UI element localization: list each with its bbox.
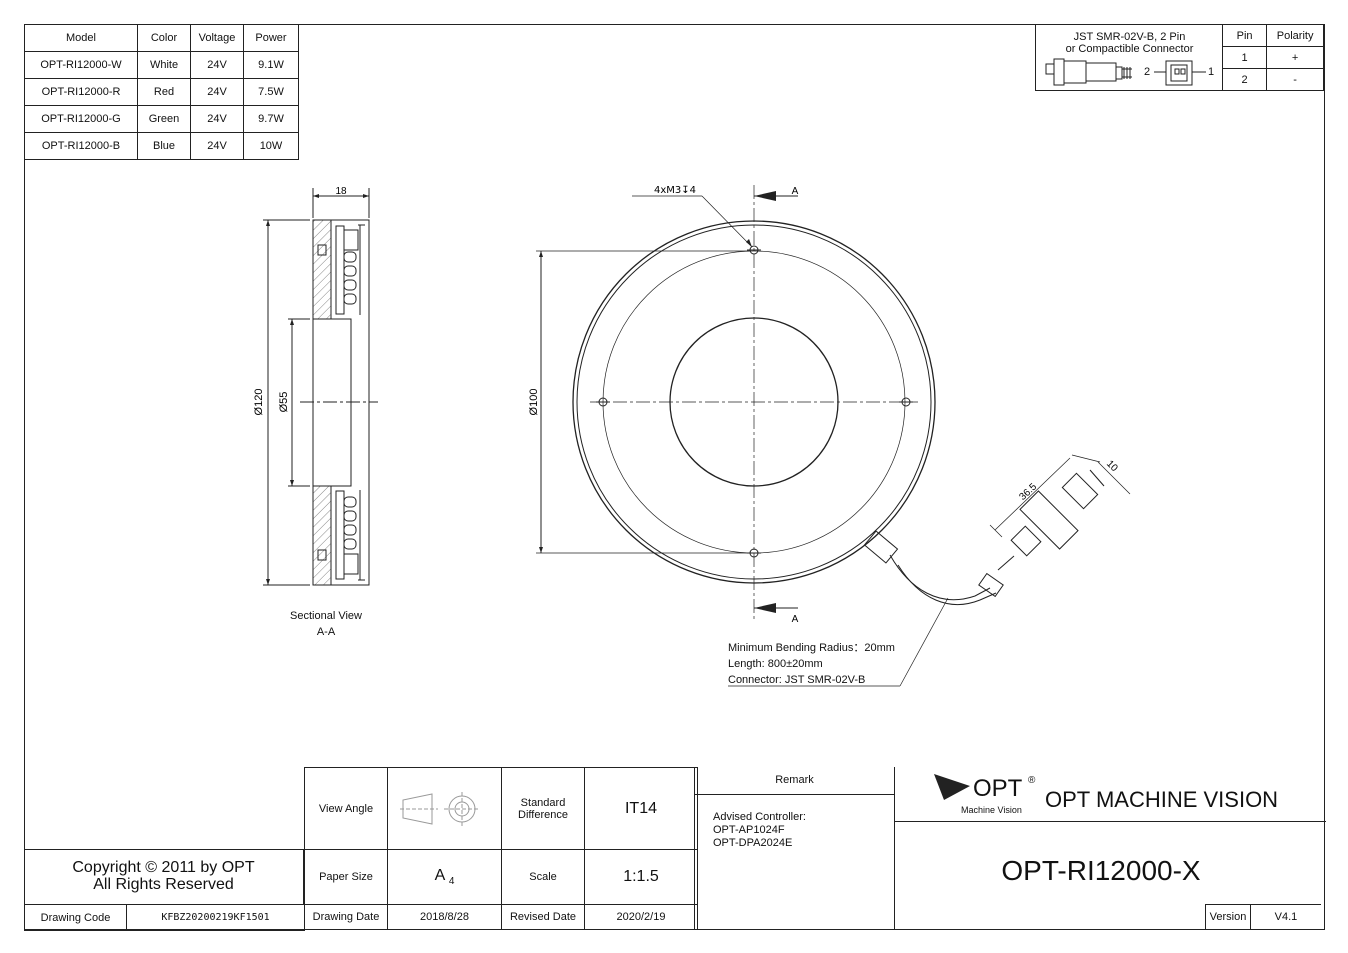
connector-pin1-label: 1	[1208, 66, 1215, 78]
table-row: OPT-RI12000-W White 24V 9.1W	[24, 51, 299, 79]
connector-title: JST SMR-02V-B, 2 Pin or Compactible Conn…	[1036, 31, 1223, 55]
scale-label: Scale	[501, 849, 585, 905]
version-label: Version	[1205, 904, 1251, 930]
section-mark-bottom: A	[792, 614, 799, 625]
connector-pin2-label: 2	[1144, 66, 1151, 78]
polarity-cell: -	[1266, 68, 1324, 91]
spec-cell: 10W	[243, 132, 299, 160]
drawing-frame	[24, 24, 1325, 930]
spec-table: Model Color Voltage Power OPT-RI12000-W …	[24, 24, 299, 160]
copyright-block: Copyright © 2011 by OPT All Rights Reser…	[24, 849, 304, 904]
dim-holes: 4xM3↧4	[654, 185, 696, 196]
copyright-line1: Copyright © 2011 by OPT	[72, 859, 255, 876]
paper-size-label: Paper Size	[304, 849, 388, 905]
table-row: OPT-RI12000-R Red 24V 7.5W	[24, 78, 299, 106]
brand-block: OPT ® Machine Vision OPT MACHINE VISION …	[894, 767, 1326, 930]
version-value: V4.1	[1250, 904, 1321, 930]
dimension-arrows	[266, 194, 369, 585]
revised-date-label: Revised Date	[501, 904, 585, 930]
logo-mark	[934, 774, 970, 800]
version-table: Version V4.1	[1205, 904, 1321, 930]
pin-polarity-table: Pin Polarity 1 + 2 -	[1221, 24, 1324, 91]
dim-dia-120: Ø120	[253, 389, 265, 416]
section-caption: Sectional View A-A	[288, 608, 364, 640]
dim-36-5: 36.5	[1017, 481, 1039, 503]
remark-panel: Remark Advised Controller: OPT-AP1024F O…	[694, 767, 894, 930]
table-row: OPT-RI12000-G Green 24V 9.7W	[24, 105, 299, 133]
dim-18: 18	[335, 186, 347, 197]
front-arrows	[539, 191, 776, 613]
cable-note-line2: Length: 800±20mm	[728, 658, 823, 670]
remark-line: OPT-DPA2024E	[713, 837, 793, 849]
view-angle-cell	[387, 767, 502, 850]
spec-cell: OPT-RI12000-G	[24, 105, 138, 133]
scale-value: 1:1.5	[584, 849, 698, 905]
paper-size-sub: 4	[448, 876, 455, 888]
revised-date-value: 2020/2/19	[584, 904, 698, 930]
table-row: 2 -	[1221, 68, 1324, 91]
logo-text: OPT	[973, 775, 1023, 802]
view-angle-label: View Angle	[304, 767, 388, 850]
dim-10: 10	[1104, 458, 1120, 474]
drawing-code-label: Drawing Code	[24, 904, 127, 931]
spec-cell: 24V	[190, 78, 244, 106]
remark-line: OPT-AP1024F	[713, 824, 785, 836]
front-view	[536, 185, 1131, 687]
spec-cell: 24V	[190, 105, 244, 133]
brand-header: OPT ® Machine Vision OPT MACHINE VISION	[895, 767, 1326, 822]
logo-registered: ®	[1028, 775, 1036, 786]
spec-cell: Blue	[137, 132, 191, 160]
standard-diff-value: IT14	[584, 767, 698, 850]
logo-subtitle: Machine Vision	[961, 805, 1022, 815]
drawing-code-table: Drawing Code KFBZ20200219KF1501	[24, 904, 305, 931]
remark-label: Remark	[695, 767, 894, 795]
title-block-table: View Angle Standard Difference IT14 Pape…	[304, 767, 698, 930]
spec-cell: 9.1W	[243, 51, 299, 79]
paper-size-cell: A 4	[387, 849, 502, 905]
spec-cell: OPT-RI12000-R	[24, 78, 138, 106]
dim-dia-55: Ø55	[278, 392, 290, 413]
spec-cell: White	[137, 51, 191, 79]
company-name: OPT MACHINE VISION	[1045, 787, 1279, 812]
cable-note: Minimum Bending Radius：20mm Length: 800±…	[728, 640, 895, 688]
standard-diff-label: Standard Difference	[501, 767, 585, 850]
section-caption-line1: Sectional View	[290, 610, 362, 622]
pin-cell: 2	[1221, 68, 1268, 91]
remark-body: Advised Controller: OPT-AP1024F OPT-DPA2…	[695, 795, 894, 850]
drawing-date-label: Drawing Date	[304, 904, 388, 930]
spec-cell: 24V	[190, 132, 244, 160]
connector-box: JST SMR-02V-B, 2 Pin or Compactible Conn…	[1035, 24, 1325, 91]
connector-drawing	[1045, 58, 1206, 86]
remark-line: Advised Controller:	[713, 811, 806, 823]
section-caption-line2: A-A	[316, 626, 336, 638]
paper-size-value: A	[434, 866, 445, 884]
spec-header-color: Color	[137, 24, 191, 52]
cable-note-line1: Minimum Bending Radius：20mm	[728, 642, 895, 654]
connector-title-line2: or Compactible Connector	[1065, 43, 1194, 55]
table-row: OPT-RI12000-B Blue 24V 10W	[24, 132, 299, 160]
dim-dia-100: Ø100	[528, 389, 540, 416]
drawing-date-value: 2018/8/28	[387, 904, 502, 930]
cable-note-line3: Connector: JST SMR-02V-B	[728, 674, 866, 686]
section-mark-top: A	[792, 186, 799, 197]
model-name: OPT-RI12000-X	[1001, 855, 1201, 886]
spec-header-row: Model Color Voltage Power	[24, 24, 299, 52]
spec-cell: Green	[137, 105, 191, 133]
pin-header: Pin	[1221, 24, 1268, 47]
drawing-code-value: KFBZ20200219KF1501	[126, 904, 305, 931]
copyright-line2: All Rights Reserved	[93, 876, 234, 893]
sectional-view	[263, 188, 378, 586]
table-row: 1 +	[1221, 46, 1324, 69]
polarity-header: Polarity	[1266, 24, 1324, 47]
connector-title-line1: JST SMR-02V-B, 2 Pin	[1073, 31, 1186, 43]
spec-cell: OPT-RI12000-B	[24, 132, 138, 160]
